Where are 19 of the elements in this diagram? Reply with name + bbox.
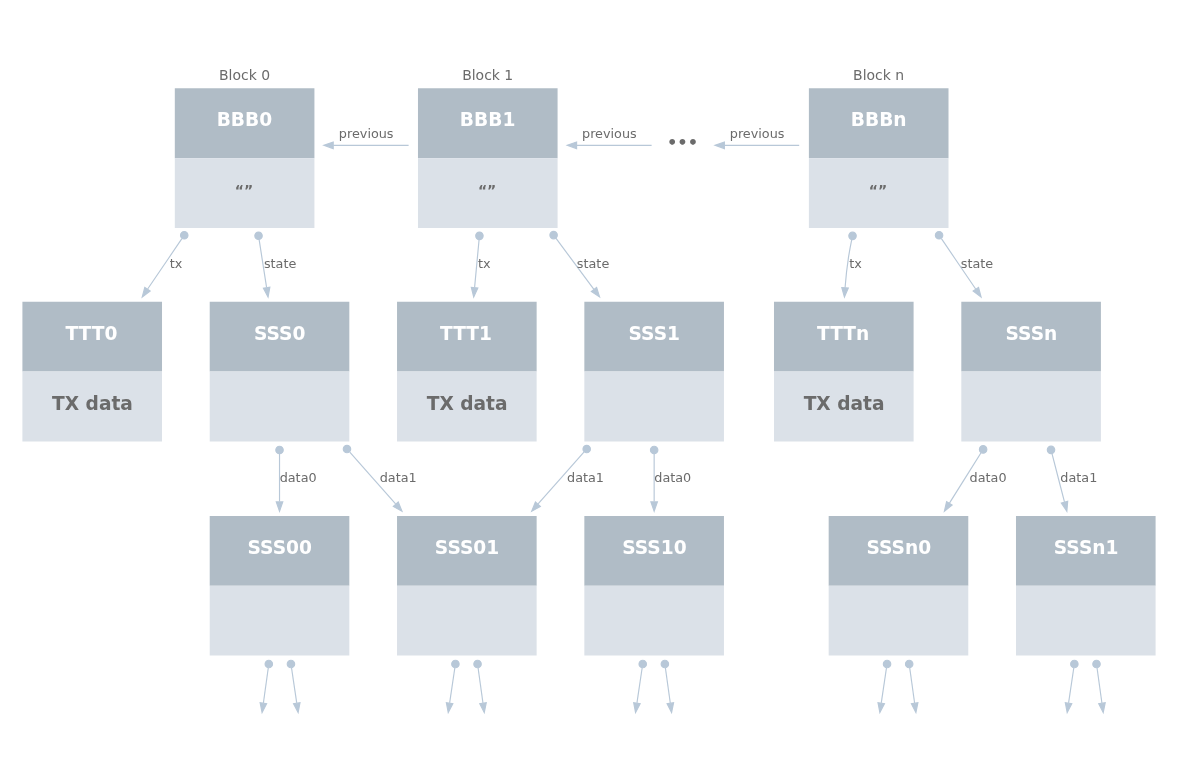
- node-label: Block n: [853, 66, 905, 83]
- node-text: •••: [666, 132, 699, 152]
- edge-label: state: [960, 255, 994, 271]
- edge-label: data1: [1060, 469, 1098, 485]
- edge-label: tx: [849, 255, 862, 271]
- edge-label: previous: [729, 125, 785, 141]
- edge-label: data0: [279, 469, 317, 485]
- edge-label: data1: [379, 469, 417, 485]
- edge-label: tx: [478, 255, 491, 271]
- edge-label: tx: [169, 255, 183, 271]
- edge-label: previous: [338, 125, 394, 141]
- edge-label: data1: [567, 469, 604, 485]
- node-label: Block 0: [219, 66, 271, 83]
- edge-label: state: [576, 255, 610, 271]
- edge-label: previous: [582, 125, 637, 141]
- edge-label: state: [263, 255, 297, 271]
- edge-label: data0: [654, 469, 692, 485]
- edge-label: data0: [969, 469, 1007, 485]
- node-label: Block 1: [462, 66, 514, 83]
